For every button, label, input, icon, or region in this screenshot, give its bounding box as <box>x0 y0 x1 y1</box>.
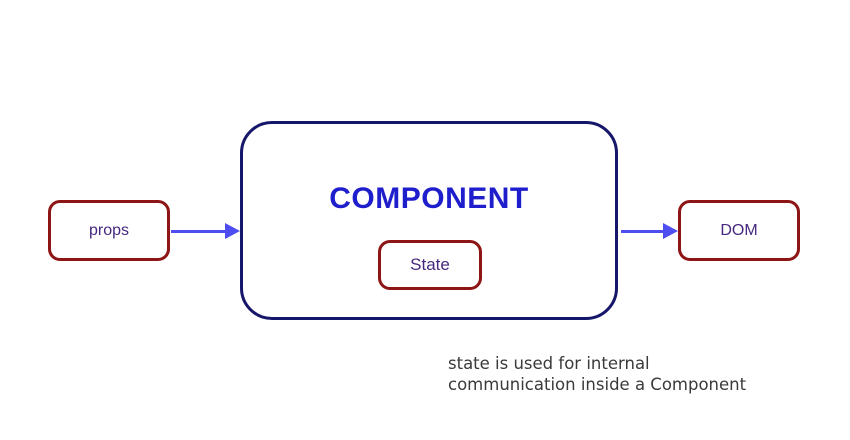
props-box: props <box>48 200 170 261</box>
arrow-line <box>621 229 663 233</box>
arrow-head-icon <box>225 223 240 239</box>
caption: state is used for internal communication… <box>448 353 746 395</box>
props-label: props <box>88 221 130 239</box>
arrow-head-icon <box>663 223 678 239</box>
caption-line-1: state is used for internal <box>448 354 650 373</box>
caption-line-2: communication inside a Component <box>448 375 747 394</box>
component-to-dom-arrow <box>621 223 678 239</box>
state-label: State <box>410 255 450 274</box>
props-to-component-arrow <box>171 223 240 239</box>
arrow-line <box>171 229 225 233</box>
state-box: State <box>378 240 482 290</box>
dom-box: DOM <box>678 200 800 261</box>
dom-label: DOM <box>720 221 758 239</box>
component-box: COMPONENT State <box>240 121 618 320</box>
component-label: COMPONENT <box>329 182 529 215</box>
